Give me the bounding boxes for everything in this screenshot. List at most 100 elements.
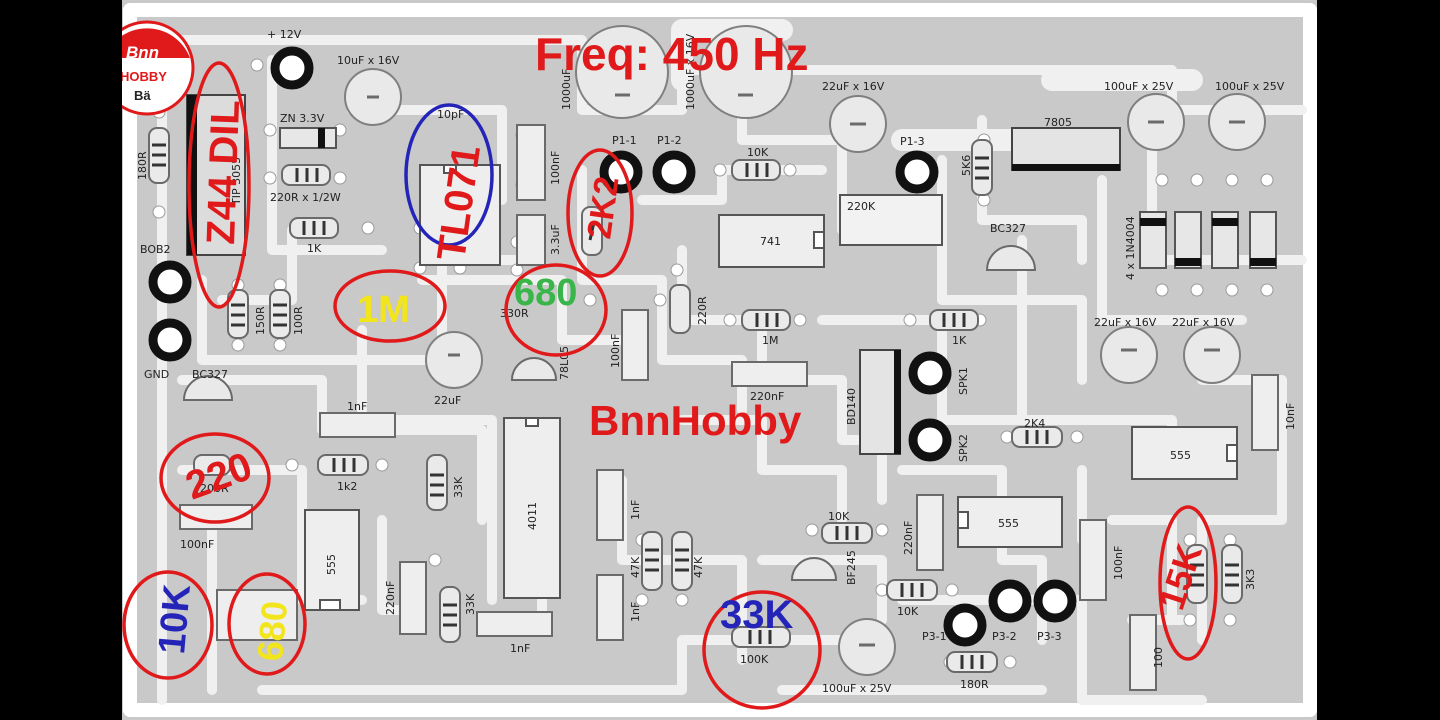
lbl-p31: P3-1 xyxy=(922,630,947,643)
annot-2k2: 2K2 xyxy=(580,174,626,241)
pcb-board: + 12V 10uF x 16V ZN 3.3V 220R x 1/2W 1K … xyxy=(122,0,1317,720)
lbl-r100k: 100K xyxy=(740,653,769,666)
lbl-c1000b: 1000uF x 16V xyxy=(684,33,697,110)
channel-logo: Bnn HOBBY Bä xyxy=(122,20,195,116)
reg7805-body xyxy=(1011,127,1121,171)
lbl-r33kb: 33K xyxy=(464,593,477,615)
bd140-tab xyxy=(894,350,901,454)
ellipse-15k xyxy=(1158,505,1218,661)
lbl-c100u25b: 100uF x 25V xyxy=(1215,80,1285,93)
ellipse-1m xyxy=(333,269,447,343)
lbl-r5k6: 5K6 xyxy=(960,155,973,176)
lbl-c220nb: 220nF xyxy=(384,581,397,615)
logo-line2: HOBBY xyxy=(122,69,167,84)
component-labels: + 12V 10uF x 16V ZN 3.3V 220R x 1/2W 1K … xyxy=(140,28,1285,695)
lbl-c22u: 22uF xyxy=(434,394,461,407)
ring-pads xyxy=(148,46,1077,647)
ellipse-10k xyxy=(122,570,214,680)
lbl-bf245: BF245 xyxy=(845,550,858,585)
lbl-c10p: 10pF xyxy=(437,108,464,121)
lbl-r47b: 47K xyxy=(692,556,705,578)
lbl-c100nc: 100nF xyxy=(1112,546,1125,580)
lbl-c1nb: 1nF xyxy=(629,500,642,520)
ic-notches xyxy=(319,164,1238,611)
lbl-c1n: 1nF xyxy=(347,400,367,413)
lbl-c220nc: 220nF xyxy=(902,521,915,555)
lbl-zn: ZN 3.3V xyxy=(280,112,325,125)
lbl-v12: + 12V xyxy=(267,28,302,41)
lbl-c220n: 220nF xyxy=(750,390,784,403)
lbl-r1k: 1K xyxy=(307,242,322,255)
lbl-gnd: GND xyxy=(144,368,169,381)
reg7805-tab xyxy=(1012,164,1120,171)
lbl-r3k3: 3K3 xyxy=(1244,569,1257,590)
ellipse-220 xyxy=(159,432,271,524)
annot-33k: 33K xyxy=(720,593,793,637)
ellipse-2k2 xyxy=(566,148,634,278)
lbl-r2k4: 2K4 xyxy=(1024,417,1045,430)
lbl-c100: 100 xyxy=(1152,647,1165,668)
lbl-r180b: 180R xyxy=(960,678,989,691)
transistors xyxy=(182,245,1037,581)
lbl-ic741: 741 xyxy=(760,235,781,248)
bd140-body xyxy=(859,349,901,455)
lbl-r10kc: 10K xyxy=(897,605,919,618)
lbl-r220r: 220R xyxy=(696,296,709,325)
lbl-c22u16: 22uF x 16V xyxy=(822,80,885,93)
lbl-bob2: BOB2 xyxy=(140,243,171,256)
lbl-bc327a: BC327 xyxy=(192,368,228,381)
annot-z44: Z44 DIL xyxy=(199,99,248,245)
zener-band xyxy=(318,128,325,148)
lbl-c33: 3.3uF xyxy=(549,224,562,255)
lbl-c100u25c: 100uF x 25V xyxy=(822,682,892,695)
lbl-r150: 150R xyxy=(254,306,267,335)
film-caps xyxy=(179,124,1279,691)
pcb-layout-svg: + 12V 10uF x 16V ZN 3.3V 220R x 1/2W 1K … xyxy=(122,3,1317,717)
lbl-r200: 200R xyxy=(200,482,229,495)
lbl-c1nc: 1nF xyxy=(629,602,642,622)
lbl-r1k2b: 1k2 xyxy=(337,480,357,493)
freq-title: Freq: 450 Hz xyxy=(535,28,809,80)
lbl-r220: 220R x 1/2W xyxy=(270,191,341,204)
brand-watermark: BnnHobby xyxy=(589,397,802,444)
ellipse-tl071 xyxy=(404,103,494,247)
lbl-r10k: 10K xyxy=(747,146,769,159)
logo-line1: Bnn xyxy=(126,43,159,62)
lbl-spk2: SPK2 xyxy=(957,434,970,462)
cap-polarity-marks xyxy=(367,93,1245,647)
ics xyxy=(304,164,1238,611)
annot-10k: 10K xyxy=(151,582,199,656)
lbl-p33: P3-3 xyxy=(1037,630,1062,643)
rotated-labels: TIP 3055 180R 150R 100R 1000uF 1000uF x … xyxy=(136,33,1297,668)
lbl-p12: P1-2 xyxy=(657,134,682,147)
lbl-ic555c: 555 xyxy=(998,517,1019,530)
annot-1m: 1M xyxy=(357,289,410,331)
lbl-ic4011: 4011 xyxy=(526,502,539,530)
lbl-c22b: 22uF x 16V xyxy=(1172,316,1235,329)
lbl-spk1: SPK1 xyxy=(957,367,970,395)
lbl-c1nd: 1nF xyxy=(510,642,530,655)
lbl-p11: P1-1 xyxy=(612,134,637,147)
resistor-bands xyxy=(152,143,1239,669)
lbl-p13: P1-3 xyxy=(900,135,925,148)
annotation-ellipses xyxy=(122,61,1218,710)
lbl-r180: 180R xyxy=(136,151,149,180)
lbl-r1m: 1M xyxy=(762,334,779,347)
lbl-bd140: BD140 xyxy=(845,388,858,425)
lbl-r33k: 33K xyxy=(452,476,465,498)
annot-680a: 680 xyxy=(514,272,577,314)
lbl-c100n2: 100nF xyxy=(609,334,622,368)
pot-220k xyxy=(839,194,943,246)
annot-220: 220 xyxy=(180,444,258,508)
lbl-ic555b: 555 xyxy=(325,554,338,575)
lbl-tip: TIP 3055 xyxy=(230,157,243,206)
lbl-c10n: 10nF xyxy=(1284,403,1297,430)
tip3055-tab xyxy=(187,95,197,255)
zener-diode xyxy=(279,127,337,149)
lbl-c100n: 100nF xyxy=(549,151,562,185)
ellipse-680a xyxy=(504,263,608,357)
lbl-c100nb: 100nF xyxy=(180,538,214,551)
lbl-diodes: 4 x 1N4004 xyxy=(1124,216,1137,280)
lbl-c22a: 22uF x 16V xyxy=(1094,316,1157,329)
